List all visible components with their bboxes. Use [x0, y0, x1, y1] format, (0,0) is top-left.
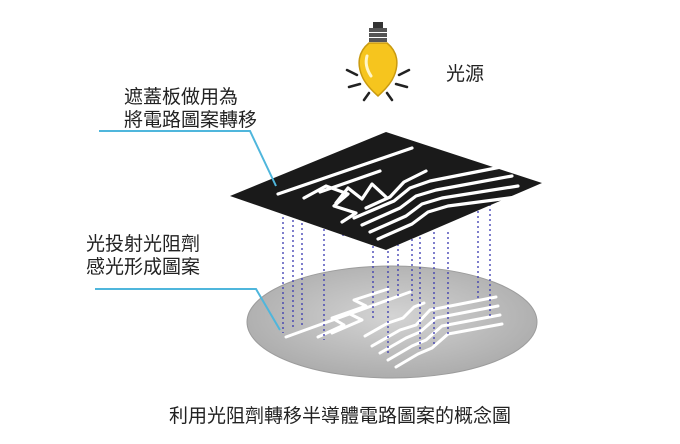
diagram-caption: 利用光阻劑轉移半導體電路圖案的概念圖 — [168, 405, 511, 427]
mask-label-line-2: 將電路圖案轉移 — [124, 109, 258, 131]
callout-lines — [95, 130, 281, 331]
photoresist-label-line-1: 光投射光阻劑 — [86, 233, 201, 255]
mask-label-line-1: 遮蓋板做用為 — [124, 86, 239, 108]
photoresist-callout-line — [95, 288, 281, 331]
photoresist-label: 光投射光阻劑 感光形成圖案 — [86, 233, 200, 279]
projected-circuit-pattern — [284, 287, 504, 369]
light-source-label: 光源 — [446, 63, 485, 85]
light-rays — [345, 68, 411, 102]
light-bulb-icon — [358, 22, 398, 98]
photoresist-label-line-2: 感光形成圖案 — [86, 256, 201, 278]
mask-callout-line — [99, 130, 277, 187]
mask-plate — [230, 132, 542, 250]
mask-label: 遮蓋板做用為 將電路圖案轉移 — [124, 86, 257, 132]
mask-circuit-pattern — [276, 146, 526, 241]
